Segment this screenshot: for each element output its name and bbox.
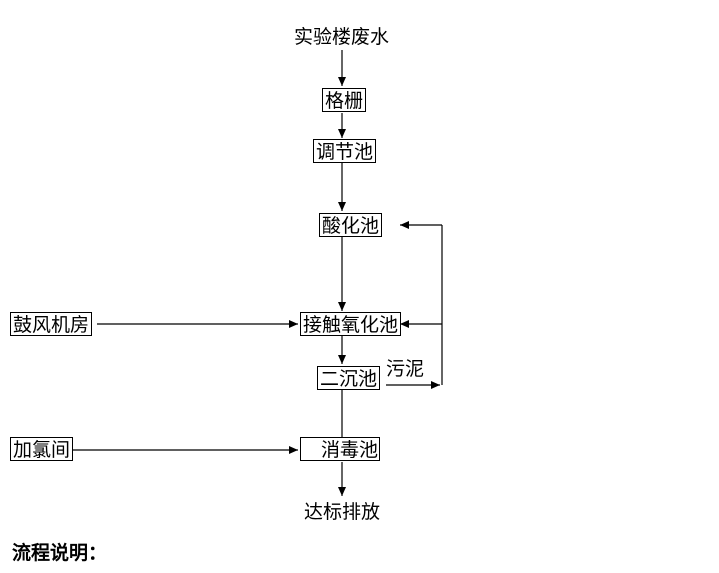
node-blower-room: 鼓风机房: [10, 312, 93, 336]
node-equalization: 调节池: [313, 139, 377, 163]
node-chlorination: 加氯间: [10, 437, 74, 461]
node-discharge: 达标排放: [304, 501, 381, 523]
node-disinfection: 消毒池: [300, 437, 380, 461]
node-screen: 格栅: [322, 88, 367, 112]
node-acidification: 酸化池: [319, 213, 383, 237]
node-secondary-settling: 二沉池: [317, 366, 381, 390]
label-sludge: 污泥: [386, 358, 425, 380]
node-contact-oxidation: 接触氧化池: [300, 312, 402, 336]
node-source: 实验楼废水: [294, 26, 390, 48]
process-description-heading: 流程说明：: [12, 542, 108, 564]
